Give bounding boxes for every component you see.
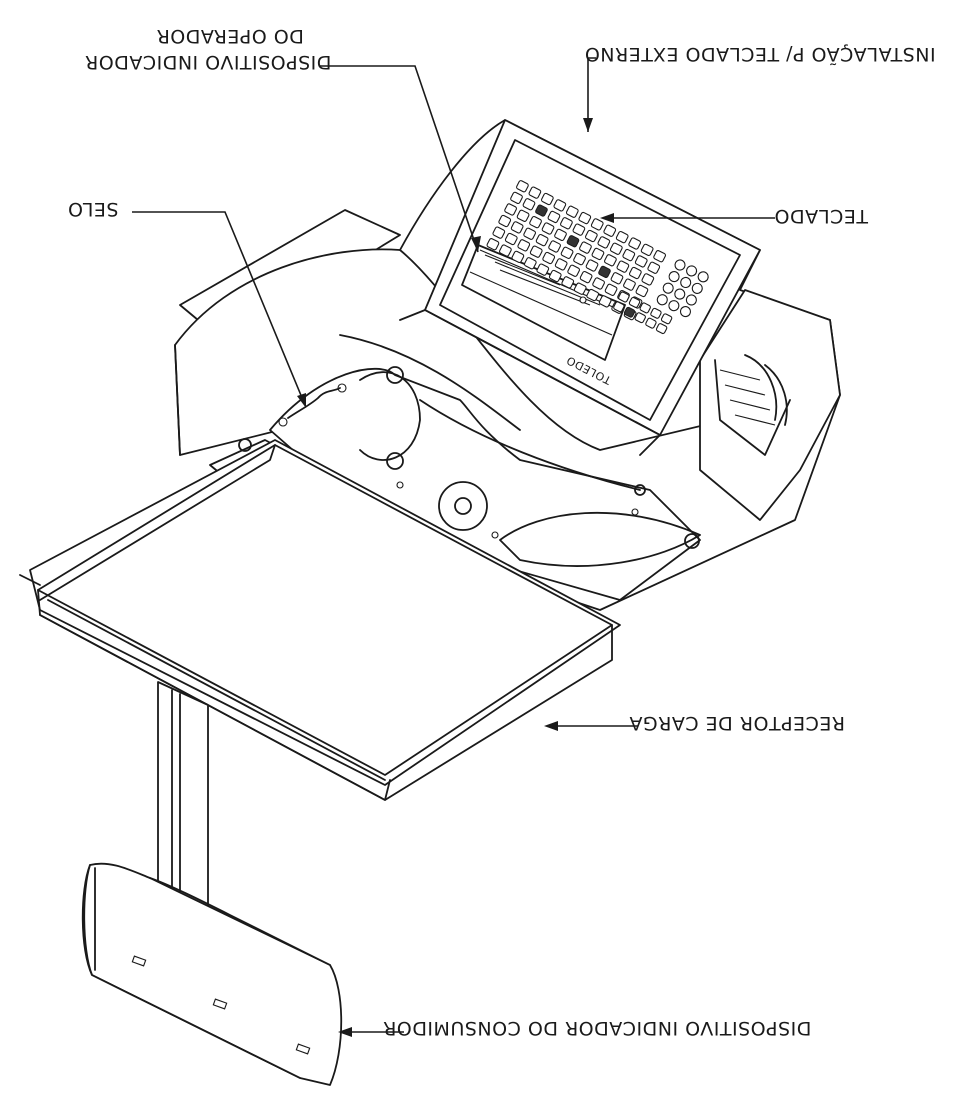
label-load-receptor: RECEPTOR DE CARGA (629, 712, 845, 734)
label-seal: SELO (68, 198, 119, 220)
seal-wire (287, 387, 341, 419)
load-receptor (19, 439, 621, 801)
label-external-keyboard: INSTALAÇÃO P/ TECLADO EXTERNO (584, 43, 935, 66)
weighing-mechanism (209, 366, 701, 601)
operator-display-window (461, 244, 626, 361)
label-operator-display-line2: DISPOSITIVO INDICADOR (85, 51, 332, 73)
leader-lines (132, 57, 775, 1037)
labels: DO OPERADOR DISPOSITIVO INDICADOR INSTAL… (68, 25, 936, 1039)
label-keyboard: TECLADO (774, 205, 869, 227)
display-pole (157, 681, 209, 919)
numeric-keypad (613, 259, 709, 335)
label-consumer-display: DISPOSITIVO INDICADOR DO CONSUMIDOR (383, 1017, 812, 1039)
consumer-display (81, 862, 343, 1086)
label-operator-display-line1: DO OPERADOR (156, 25, 304, 47)
operator-display-panel (399, 119, 761, 456)
